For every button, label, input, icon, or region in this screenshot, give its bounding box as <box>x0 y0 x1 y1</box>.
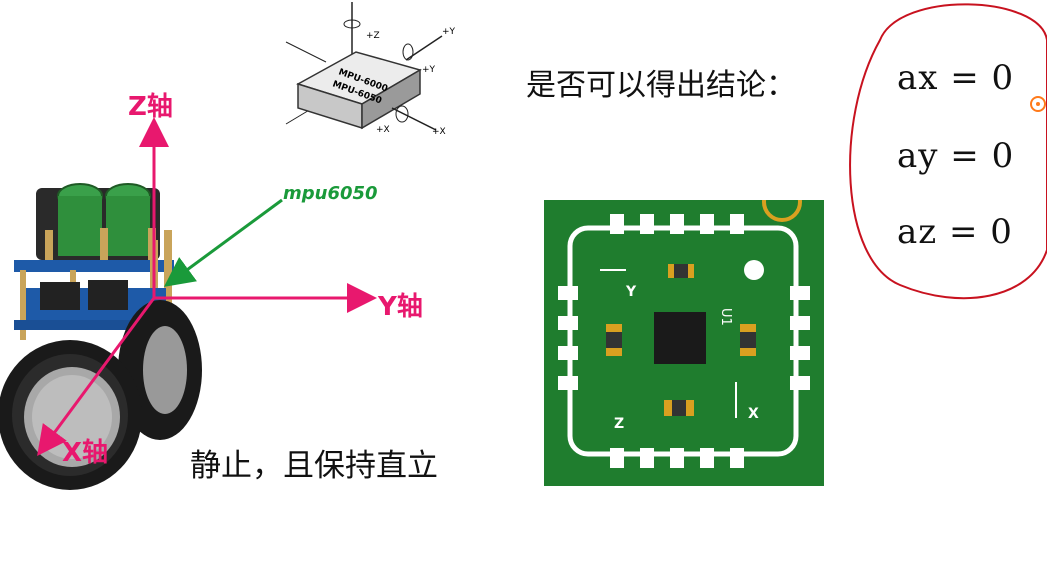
mpu-chip-diagram: MPU-6000 MPU-6050 +Z +Y +Y +X +X <box>285 2 456 137</box>
statement-text: 静止，且保持直立 <box>190 448 438 484</box>
chip-y-label-1: +Y <box>442 27 456 37</box>
question-text: 是否可以得出结论： <box>526 68 796 103</box>
battery-pack <box>36 183 160 270</box>
pcb-pads <box>558 214 810 468</box>
chip-x-label-2: +X <box>376 125 390 135</box>
mpu-pointer-arrow <box>163 198 283 287</box>
cursor-marker <box>1030 96 1046 112</box>
pcb-u1-label: U1 <box>718 308 733 326</box>
equation-az: az = 0 <box>897 212 1013 252</box>
z-axis-label: Z轴 <box>128 92 173 122</box>
chip-x-label-1: +X <box>432 127 446 137</box>
y-axis-label: Y轴 <box>378 292 423 322</box>
pcb-x-label: X <box>748 406 759 422</box>
equation-ax: ax = 0 <box>897 58 1015 98</box>
equation-ay: ay = 0 <box>897 136 1015 176</box>
pcb-board-image: U1 Y Z X <box>544 200 824 486</box>
pcb-y-label: Y <box>625 284 637 300</box>
pcb-z-label: Z <box>614 416 624 432</box>
mpu-annotation-label: mpu6050 <box>283 183 378 204</box>
highlight-circle <box>849 3 1047 300</box>
x-axis-arrow <box>37 297 156 457</box>
chip-y-label-2: +Y <box>422 65 436 75</box>
mpu-chip-on-pcb <box>654 312 706 364</box>
x-axis-label: X轴 <box>62 438 109 468</box>
chip-z-label: +Z <box>366 31 380 41</box>
